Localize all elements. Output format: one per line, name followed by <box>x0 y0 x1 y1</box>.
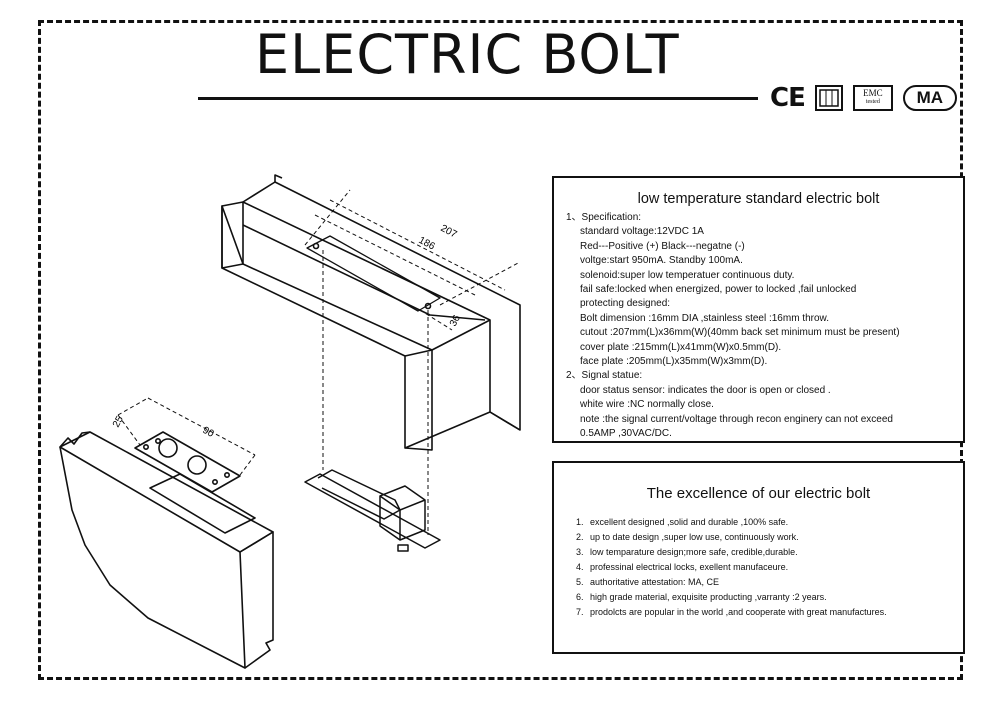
spec-line: cover plate :215mm(L)x41mm(W)x0.5mm(D). <box>580 341 782 353</box>
spec-line: note :the signal current/voltage through… <box>580 413 893 425</box>
door-leaf-side <box>239 531 274 669</box>
dim-label-90: 90 <box>201 425 216 440</box>
spec-line: solenoid:super low temperatuer continuou… <box>580 269 795 281</box>
excellence-list: 1. excellent designed ,solid and durable … <box>576 515 887 620</box>
list-item-number: 1. <box>576 517 584 527</box>
list-item-number: 4. <box>576 562 584 572</box>
emc-mark-sublabel: tested <box>865 99 880 105</box>
list-item-text: prodolcts are popular in the world ,and … <box>590 607 887 617</box>
list-item: 7. prodolcts are popular in the world ,an… <box>576 605 887 620</box>
spec-line: white wire :NC normally close. <box>580 399 714 411</box>
bolt-base-plate <box>304 473 441 549</box>
ce-mark-icon: CE <box>770 83 806 113</box>
list-item-text: professinal electrical locks, exellent m… <box>590 562 789 572</box>
title-underline <box>198 97 758 100</box>
door-torn-edge <box>59 431 91 448</box>
frame-vertical-base <box>404 411 491 449</box>
spec-line: voltge:start 950mA. Standby 100mA. <box>580 255 743 267</box>
list-item-text: high grade material, exquisite productin… <box>590 592 827 602</box>
spec-list: 1、Specification: standard voltage:12VDC 1… <box>566 211 900 442</box>
spec-line: 2、Signal statue: <box>566 370 643 382</box>
page-title: ELECTRIC BOLT <box>255 23 680 86</box>
spec-line: standard voltage:12VDC 1A <box>580 226 704 238</box>
list-item: 2. up to date design ,super low use, cont… <box>576 530 887 545</box>
spec-line: 0.5AMP ,30VAC/DC. <box>580 428 672 440</box>
list-item-text: low temparature design;more safe, credib… <box>590 547 798 557</box>
frame-vertical-front <box>221 205 433 451</box>
spec-line: fail safe:locked when energized, power t… <box>580 284 857 296</box>
dim-label-25: 25 <box>111 414 126 429</box>
excellence-panel-title: The excellence of our electric bolt <box>646 485 871 502</box>
spec-line: Red---Positive (+) Black---negatne (-) <box>580 240 745 252</box>
bolt-solenoid-box <box>379 485 426 541</box>
list-item: 5. authoritative attestation: MA, CE <box>576 575 887 590</box>
dim-label-36: 36 <box>448 313 463 328</box>
list-item-number: 3. <box>576 547 584 557</box>
spec-line: face plate :205mm(L)x35mm(W)x3mm(D). <box>580 356 768 368</box>
list-item: 1. excellent designed ,solid and durable … <box>576 515 887 530</box>
dim-label-186: 186 <box>417 235 437 253</box>
bts-seal-icon <box>814 85 843 111</box>
spec-line: door status sensor: indicates the door i… <box>580 384 831 396</box>
list-item-text: excellent designed ,solid and durable ,1… <box>590 517 789 527</box>
frame-top-beam <box>242 181 521 431</box>
certification-marks: CE EMC tested MA <box>770 83 957 113</box>
lock-cutout <box>149 473 256 534</box>
list-item-number: 7. <box>576 607 584 617</box>
frame-lip <box>274 174 283 182</box>
list-item: 3. low temparature design;more safe, cred… <box>576 545 887 560</box>
bolt-slot <box>306 235 441 312</box>
spec-line: protecting designed: <box>580 298 671 310</box>
bolt-cylinder <box>317 469 401 520</box>
list-item-text: up to date design ,super low use, contin… <box>590 532 799 542</box>
list-item-text: authoritative attestation: MA, CE <box>590 577 720 587</box>
emc-tested-mark: EMC tested <box>852 85 893 111</box>
list-item: 4. professinal electrical locks, exellent… <box>576 560 887 575</box>
list-item-number: 5. <box>576 577 584 587</box>
spec-line: 1、Specification: <box>566 212 642 223</box>
spec-line: cutout :207mm(L)x36mm(W)(40mm back set m… <box>580 327 900 339</box>
door-leaf-top <box>59 431 274 553</box>
list-item-number: 2. <box>576 532 584 542</box>
dim-label-207: 207 <box>439 223 459 241</box>
list-item: 6. high grade material, exquisite product… <box>576 590 887 605</box>
emc-mark-label: EMC <box>863 88 883 98</box>
ma-mark-icon: MA <box>902 85 957 111</box>
spec-line: Bolt dimension :16mm DIA ,stainless stee… <box>580 312 829 324</box>
frame-vertical-inner <box>242 224 486 321</box>
face-plate <box>134 431 241 493</box>
excellence-panel: The excellence of our electric bolt 1. ex… <box>552 461 965 654</box>
spec-panel: low temperature standard electric bolt 1… <box>552 176 965 443</box>
spec-panel-title: low temperature standard electric bolt <box>637 191 880 207</box>
list-item-number: 6. <box>576 592 584 602</box>
